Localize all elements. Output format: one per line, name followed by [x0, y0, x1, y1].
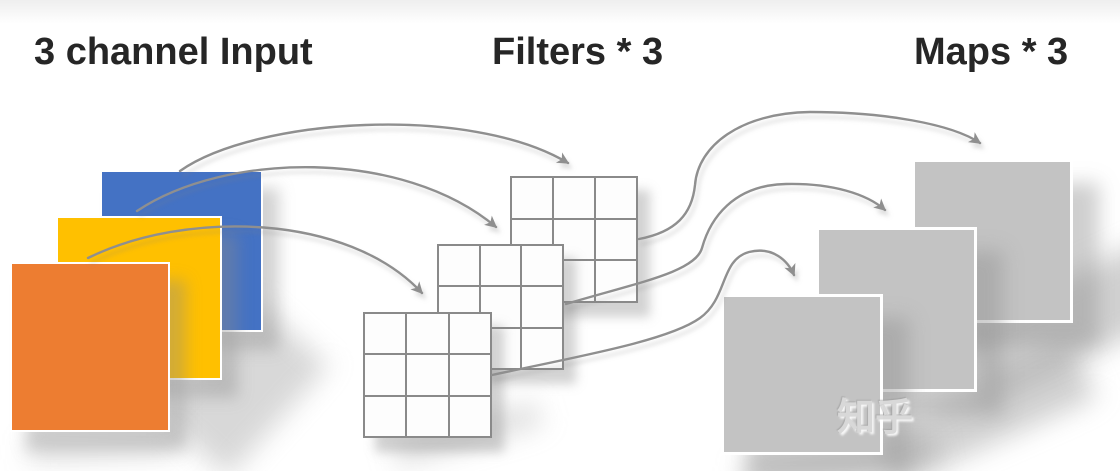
- arrow-blue-channel-to-filter-back: [178, 123, 570, 173]
- arrow-filter-middle-to-map-middle: [564, 182, 887, 306]
- arrow-filter-back-to-map-back: [637, 110, 982, 241]
- filter-cell: [596, 178, 636, 218]
- filter-cell: [365, 314, 406, 354]
- filter-grid-front: [363, 312, 492, 438]
- feature-map-front: [721, 294, 883, 455]
- zhihu-watermark: 知乎: [837, 397, 914, 439]
- filter-cell: [439, 246, 479, 286]
- filter-grid-middle: [437, 244, 564, 370]
- filter-cell: [407, 355, 448, 395]
- filter-cell: [554, 178, 594, 218]
- input-channel-orange: [10, 262, 170, 432]
- filter-cell: [365, 355, 406, 395]
- filter-cell: [365, 396, 406, 436]
- filter-cell: [449, 355, 490, 395]
- filter-cell: [512, 178, 552, 218]
- maps-section-label: Maps * 3: [914, 31, 1069, 73]
- background-tint: [0, 0, 1120, 24]
- filter-cell: [522, 246, 562, 286]
- arrow-yellow-channel-to-filter-middle: [135, 165, 498, 229]
- filters-section-label: Filters * 3: [492, 31, 664, 73]
- filter-cell: [522, 287, 562, 327]
- arrow-filter-front-to-map-front: [490, 249, 796, 377]
- filter-cell: [407, 314, 448, 354]
- filter-cell: [449, 396, 490, 436]
- filter-cell: [407, 396, 448, 436]
- filter-cell: [596, 219, 636, 260]
- filter-cell: [480, 246, 521, 286]
- input-section-label: 3 channel Input: [34, 31, 313, 73]
- arrow-orange-channel-to-filter-front: [86, 225, 424, 295]
- filter-cell: [449, 314, 490, 354]
